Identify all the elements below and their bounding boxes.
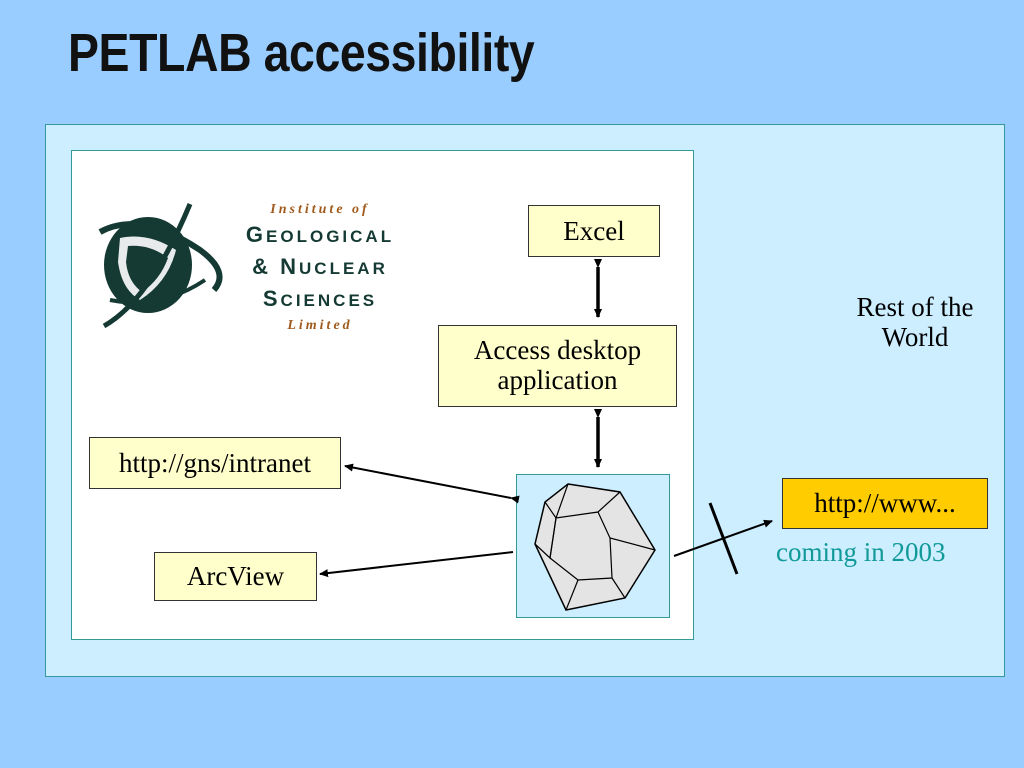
rest-of-world-label: Rest of the World	[830, 292, 1000, 352]
polyhedron-database-icon	[534, 483, 656, 611]
logo-line-limited: Limited	[287, 318, 353, 333]
logo-line-geological: GEOLOGICAL	[245, 222, 395, 247]
logo-line-institute: Institute of	[270, 202, 370, 217]
blocked-link-mark	[708, 502, 739, 575]
logo-globe-icon	[98, 203, 223, 329]
excel-box: Excel	[528, 205, 660, 257]
logo-line-nuclear: & NUCLEAR	[252, 254, 388, 279]
server-arcview-arrow	[319, 551, 514, 578]
rest-line-2: World	[881, 322, 949, 352]
intranet-box: http://gns/intranet	[89, 437, 341, 489]
coming-note: coming in 2003	[776, 537, 946, 567]
server-intranet-arrow	[344, 463, 520, 504]
access-desktop-box: Access desktop application	[438, 325, 677, 407]
rest-line-1: Rest of the	[856, 292, 974, 322]
logo-line-sciences: SCIENCES	[262, 286, 378, 311]
gns-logo-text: Institute of GEOLOGICAL & NUCLEAR SCIENC…	[228, 200, 412, 336]
access-line-1: Access desktop	[473, 335, 642, 365]
www-box: http://www...	[782, 478, 988, 529]
page-title: PETLAB accessibility	[68, 23, 535, 83]
arcview-box: ArcView	[154, 552, 317, 601]
access-line-2: application	[497, 365, 618, 395]
